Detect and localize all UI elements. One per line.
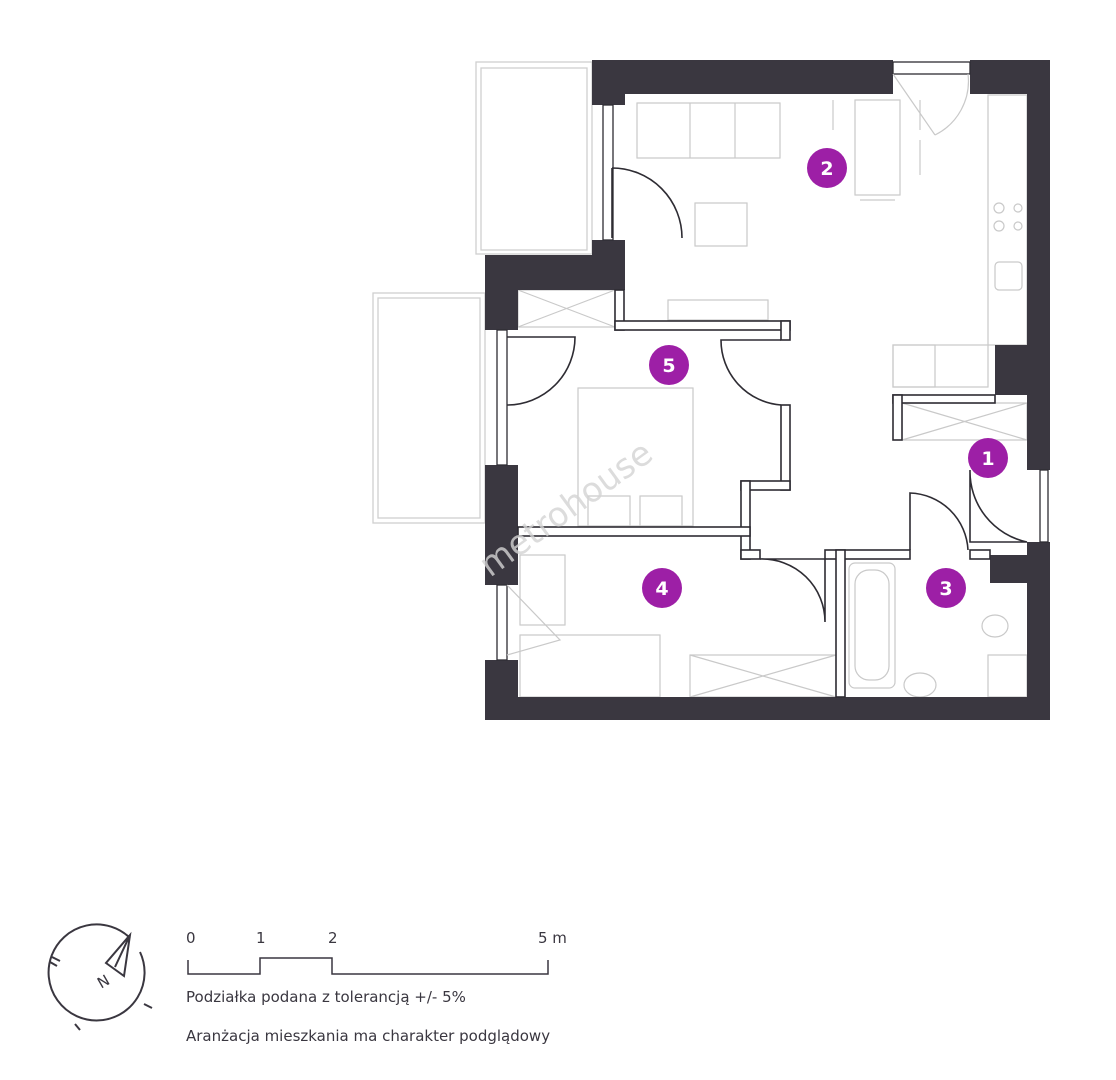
scale-tick-1: 1 [256, 929, 266, 947]
room-badge-1: 1 [968, 438, 1008, 478]
balcony-upper [475, 61, 593, 255]
windows [496, 61, 1049, 661]
room-number: 4 [655, 578, 668, 600]
room-number: 5 [662, 355, 675, 377]
arrangement-note: Aranżacja mieszkania ma charakter podglą… [186, 1027, 550, 1045]
balcony-upper-inner [480, 67, 588, 251]
room-number: 2 [820, 158, 833, 180]
room-badge-2: 2 [807, 148, 847, 188]
scale-tick-0: 0 [186, 929, 196, 947]
tolerance-note: Podziałka podana z tolerancją +/- 5% [186, 988, 466, 1006]
interior-walls [517, 289, 996, 698]
exterior-walls [485, 60, 1050, 720]
compass-icon [47, 923, 153, 1031]
scale-tick-2: 2 [328, 929, 338, 947]
room-number: 3 [939, 578, 952, 600]
doors [506, 73, 1028, 656]
room-badge-4: 4 [642, 568, 682, 608]
scale-bar [187, 957, 549, 975]
room-badge-5: 5 [649, 345, 689, 385]
room-number: 1 [981, 448, 994, 470]
room-badge-3: 3 [926, 568, 966, 608]
scale-tick-5: 5 m [538, 929, 567, 947]
balcony-lower [372, 292, 486, 524]
compass-north-label: N [94, 971, 113, 992]
balcony-lower-inner [377, 297, 481, 519]
